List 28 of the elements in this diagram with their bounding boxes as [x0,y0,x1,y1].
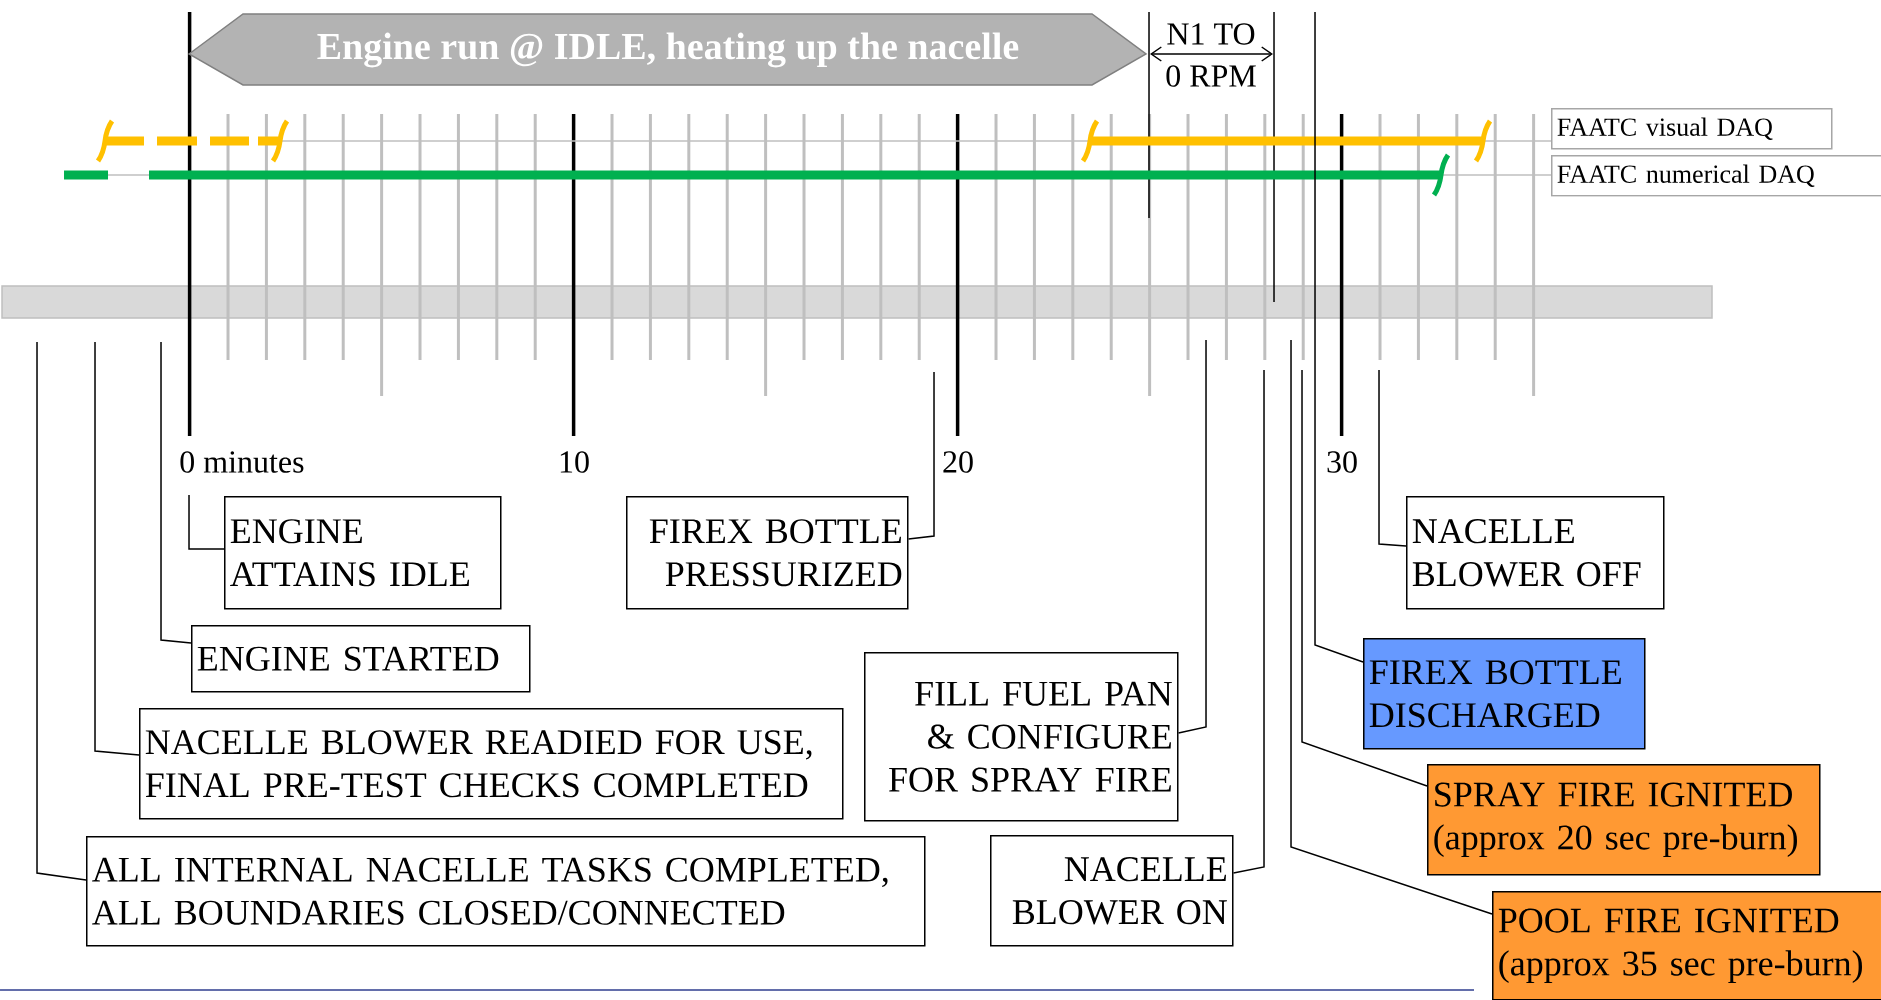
series-label: FAATC visual DAQ [1551,108,1833,150]
event-box: FILL FUEL PAN & CONFIGURE FOR SPRAY FIRE [864,652,1179,822]
leader-line [1301,369,1428,787]
event-box: FIREX BOTTLE PRESSURIZED [626,496,909,610]
series-label: FAATC numerical DAQ [1551,155,1881,197]
event-box: NACELLE BLOWER OFF [1406,496,1665,610]
event-box: POOL FIRE IGNITED (approx 35 sec pre-burn) [1492,891,1881,1000]
leader-line [188,494,225,550]
event-box: ENGINE ATTAINS IDLE [224,496,502,610]
event-box: ALL INTERNAL NACELLE TASKS COMPLETED, ALL BOUNDARIES CLOSED/CONNECTED [86,836,926,947]
event-box: SPRAY FIRE IGNITED (approx 20 sec pre-burn) [1427,764,1821,876]
tick-label: 20 [943,451,973,473]
event-box: ENGINE STARTED [191,625,531,693]
leader-line [36,341,87,881]
leader-line [1177,339,1207,734]
leader-line [160,341,192,644]
leader-line [1232,369,1265,874]
leader-line [1378,369,1407,547]
leader-line [1314,11,1364,663]
tick-label: 10 [560,451,589,473]
tick-label: 30 [1327,451,1357,473]
leader-line [907,371,935,540]
leader-line [94,341,140,756]
tick-label: 0 minutes [180,451,304,473]
event-box: NACELLE BLOWER READIED FOR USE, FINAL PRE-TEST CHECKS COMPLETED [139,708,844,820]
leader-line [1290,339,1493,915]
event-box: NACELLE BLOWER ON [990,835,1234,947]
event-box: FIREX BOTTLE DISCHARGED [1363,638,1646,750]
